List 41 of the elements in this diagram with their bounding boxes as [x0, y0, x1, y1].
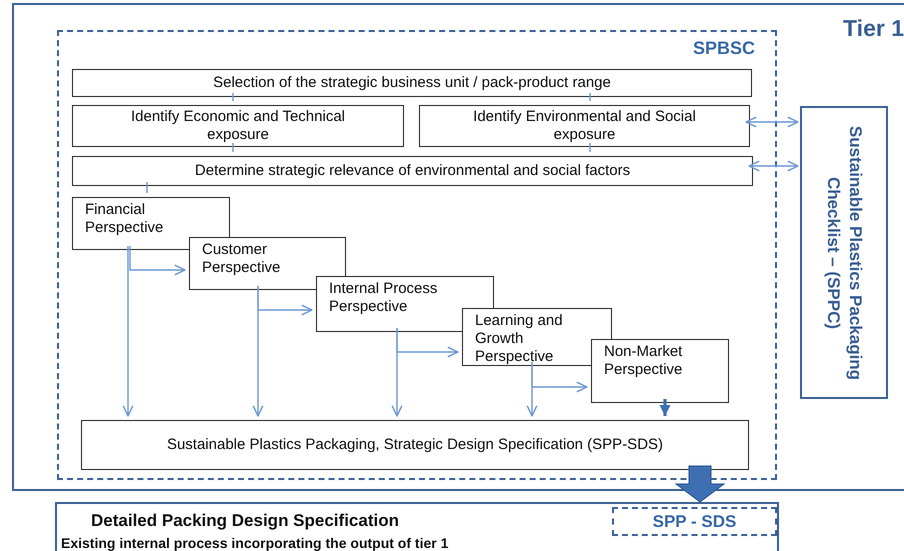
- process-box: [72, 105, 404, 147]
- arrow: [122, 246, 134, 417]
- panel-heading: SPBSC: [692, 38, 755, 59]
- perspective-box: [591, 339, 729, 403]
- tier-heading: Tier 1: [843, 15, 904, 42]
- box-label: Sustainable Plastics Packaging, Strategic Design Specification (SPP-SDS): [166, 436, 664, 454]
- box-label: Determine strategic relevance of environmental and social factors: [194, 162, 630, 180]
- connector-line: [146, 182, 148, 193]
- arrow: [526, 362, 538, 417]
- box-label: Identify Economic and Technical exposure: [130, 108, 346, 144]
- connector-line: [589, 143, 591, 152]
- panel-subheading: Existing internal process incorporating the output of tier 1: [61, 535, 448, 551]
- panel-heading: Detailed Packing Design Specification: [91, 511, 399, 531]
- arrow: [745, 116, 799, 128]
- arrow: [252, 286, 264, 417]
- box-label: Learning and Growth Perspective: [475, 312, 564, 366]
- process-box: [81, 420, 749, 470]
- box-label: Internal Process Perspective: [329, 280, 438, 316]
- box-label: Customer Perspective: [202, 241, 282, 277]
- connector-line: [589, 93, 591, 101]
- box-label: Identify Environmental and Social exposure: [472, 108, 697, 144]
- dashed-box: [612, 507, 777, 536]
- dashed-panel: [57, 30, 777, 480]
- tier-panel: [12, 3, 904, 491]
- block-arrow: [674, 466, 726, 503]
- box-label: Non-Market Perspective: [604, 343, 684, 379]
- box-label: SPP - SDS: [652, 512, 736, 532]
- box-label: Financial Perspective: [85, 201, 164, 237]
- checklist-label: Sustainable Plastics Packaging Checklist – (SPPC): [823, 124, 866, 382]
- process-box: [72, 156, 753, 186]
- connector-line: [232, 93, 234, 101]
- checklist-box: [800, 106, 888, 399]
- connector-line: [232, 143, 234, 152]
- process-box: [419, 105, 750, 147]
- box-label: Selection of the strategic business unit / pack-product range: [213, 74, 611, 92]
- arrow: [748, 160, 799, 172]
- arrow: [391, 328, 403, 417]
- arrow: [129, 246, 186, 276]
- specification-panel: [55, 502, 779, 551]
- process-box: [72, 69, 752, 97]
- arrow: [660, 399, 670, 416]
